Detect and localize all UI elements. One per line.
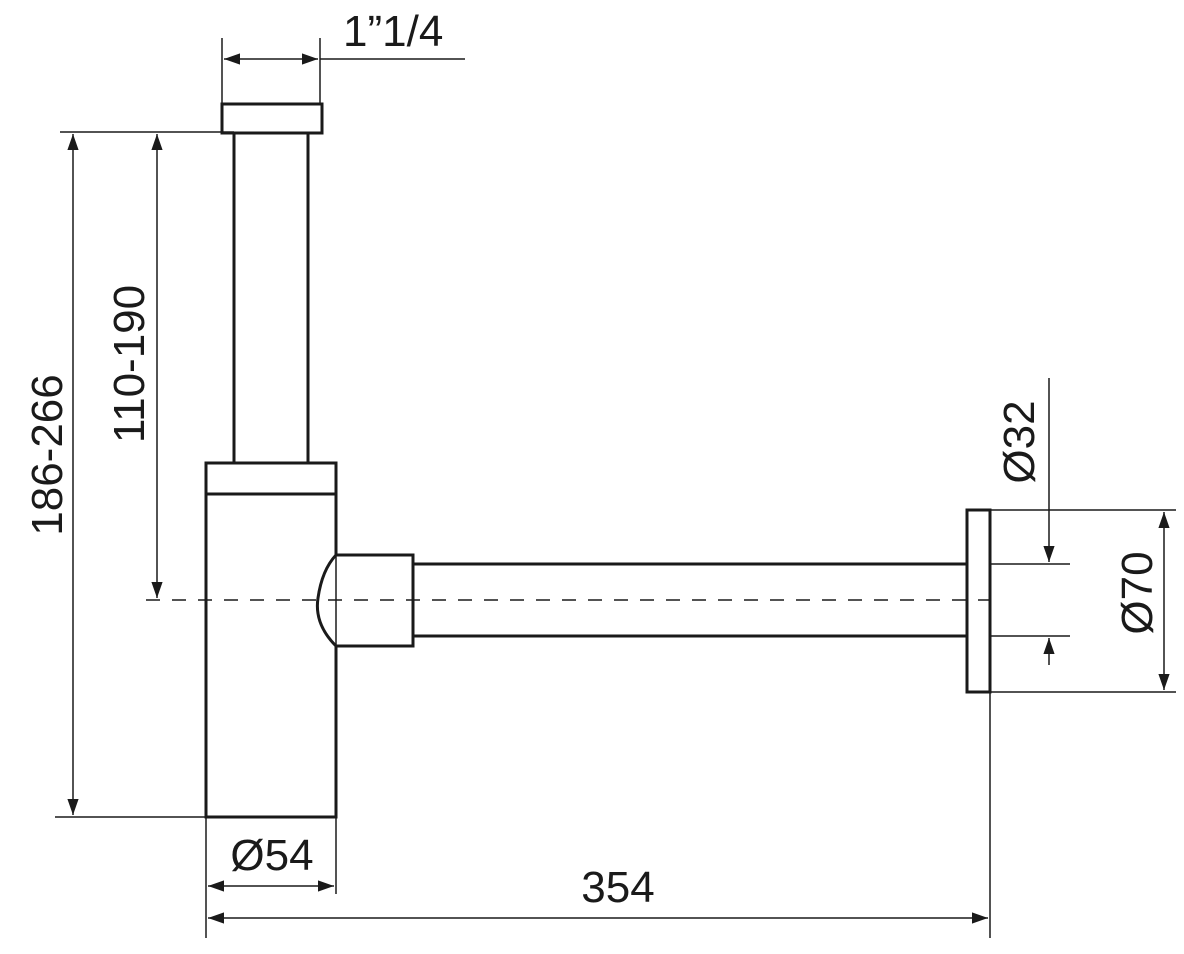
inlet-thread-label: 1”1/4 <box>343 7 443 56</box>
inlet-tube <box>232 130 310 468</box>
dimension-total-height: 186-266 <box>23 131 234 818</box>
inlet-height-label: 110-190 <box>105 285 154 443</box>
dimension-body-diameter: Ø54 <box>205 817 337 938</box>
dimension-inlet-thread: 1”1/4 <box>221 7 465 104</box>
wall-distance-label: 354 <box>581 863 654 912</box>
trap-body <box>204 461 338 819</box>
outlet-diameter-label: Ø32 <box>995 400 1044 483</box>
dimension-inlet-height: 110-190 <box>105 134 163 598</box>
dimension-outlet-diameter: Ø32 <box>990 378 1070 665</box>
body-diameter-label: Ø54 <box>230 831 313 880</box>
flange-diameter-label: Ø70 <box>1113 551 1162 634</box>
inlet-cap <box>220 102 324 135</box>
total-height-label: 186-266 <box>23 374 72 535</box>
siphon-parts <box>204 102 992 819</box>
dimension-wall-distance: 354 <box>208 692 991 938</box>
wall-flange <box>965 508 992 694</box>
dimension-flange-diameter: Ø70 <box>990 509 1176 693</box>
